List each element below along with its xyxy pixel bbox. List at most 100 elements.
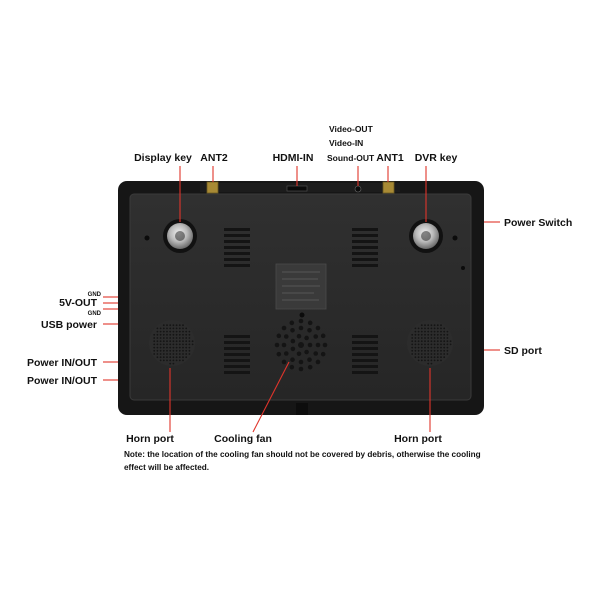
grille-hole <box>182 356 184 359</box>
hdmi-connector <box>286 185 308 192</box>
vent-slat <box>224 347 250 350</box>
note: Note: the location of the cooling fan sh… <box>124 450 481 472</box>
grille-hole <box>433 327 436 330</box>
grille-hole <box>443 333 446 336</box>
label-sound-out: Sound-OUT <box>327 153 375 163</box>
label-video-out: Video-OUT <box>329 124 374 134</box>
label-5v-out: 5V-OUT <box>59 297 98 309</box>
grille-hole <box>433 346 436 349</box>
grille-hole <box>178 324 181 327</box>
vent-group <box>224 335 250 374</box>
grille-hole <box>420 337 423 339</box>
grille-hole <box>175 346 178 349</box>
fan-hole <box>283 334 289 339</box>
grille-hole <box>433 333 436 336</box>
fan-hole <box>296 333 302 339</box>
grille-hole <box>443 330 446 333</box>
grille-hole <box>427 327 430 330</box>
grille-hole <box>436 346 439 349</box>
grille-hole <box>417 356 420 359</box>
grille-hole <box>420 340 423 343</box>
grille-hole <box>443 340 446 343</box>
grille-hole <box>436 327 439 330</box>
grille-hole <box>440 346 442 349</box>
grille-hole <box>427 356 430 359</box>
grille-hole <box>430 330 433 333</box>
grille-hole <box>153 346 156 349</box>
grille-hole <box>178 359 181 362</box>
grille-hole <box>424 333 426 336</box>
grille-hole <box>440 324 442 327</box>
grille-hole <box>414 343 417 346</box>
grille-hole <box>420 343 423 346</box>
grille-hole <box>175 333 178 336</box>
ant1-connector <box>382 181 395 194</box>
grille-hole <box>175 343 178 346</box>
grille-hole <box>188 353 191 355</box>
grille-hole <box>182 343 184 346</box>
grille-area <box>407 320 453 366</box>
grille-hole <box>166 324 168 327</box>
grille-hole <box>178 356 181 359</box>
grille-hole <box>159 349 162 352</box>
grille-hole <box>178 346 181 349</box>
label-gnd-bottom: GND <box>88 311 102 317</box>
label-hdmi-in: HDMI-IN <box>273 152 314 164</box>
fan-hole <box>298 342 304 348</box>
grille-hole <box>172 349 175 352</box>
grille-hole <box>446 340 449 343</box>
grille-hole <box>430 356 433 359</box>
grille-hole <box>433 337 436 339</box>
grille-hole <box>169 362 172 365</box>
grille-hole <box>169 356 172 359</box>
speaker-grilles <box>149 320 453 366</box>
grille-hole <box>430 346 433 349</box>
grille-hole <box>169 349 172 352</box>
screw-hole <box>144 235 150 241</box>
grille-hole <box>443 353 446 355</box>
grille-hole <box>427 362 430 365</box>
grille-hole <box>172 337 175 339</box>
grille-hole <box>436 343 439 346</box>
fan-hole <box>281 325 287 331</box>
grille-hole <box>417 333 420 336</box>
grille-hole <box>159 330 162 333</box>
vent-slat <box>352 252 378 255</box>
fan-hole <box>307 357 312 363</box>
grille-hole <box>188 330 191 333</box>
grille-hole <box>449 340 452 343</box>
vent-slat <box>224 252 250 255</box>
screw-hole <box>461 266 465 270</box>
label-display-key: Display key <box>134 152 192 164</box>
grille-hole <box>178 343 181 346</box>
grille-hole <box>169 324 172 327</box>
grille-hole <box>446 333 449 336</box>
vent-slat <box>224 228 250 231</box>
label-horn-port-left: Horn port <box>126 433 174 445</box>
grille-hole <box>169 337 172 339</box>
grille-hole <box>153 337 156 339</box>
screw-hole <box>452 235 458 241</box>
vent-slat <box>352 365 378 368</box>
grille-hole <box>159 327 162 330</box>
grille-hole <box>153 333 156 336</box>
fan-hole <box>315 325 321 331</box>
grille-hole <box>188 333 191 336</box>
grille-hole <box>159 340 162 343</box>
leader-cooling-fan <box>252 361 290 433</box>
grille-hole <box>172 356 175 359</box>
grille-hole <box>169 359 172 362</box>
grille-hole <box>424 340 426 343</box>
grille-hole <box>443 349 446 352</box>
grille-hole <box>446 330 449 333</box>
grille-hole <box>440 340 442 343</box>
grille-hole <box>178 349 181 352</box>
grille-hole <box>443 356 446 359</box>
grille-hole <box>188 343 191 346</box>
grille-hole <box>417 330 420 333</box>
vent-group <box>352 335 378 374</box>
vent-slat <box>224 258 250 261</box>
grille-hole <box>185 333 188 336</box>
grille-hole <box>159 359 162 362</box>
